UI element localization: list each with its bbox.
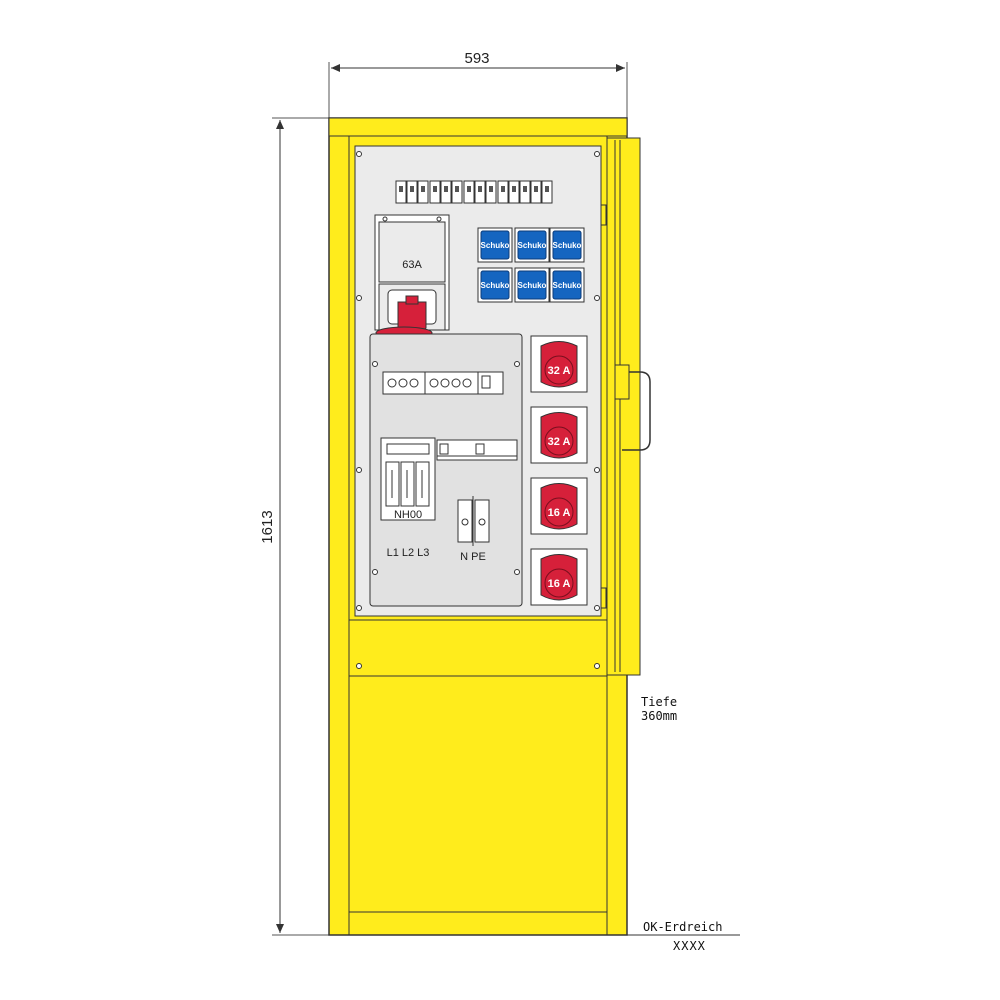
rcd-terminal — [451, 378, 461, 388]
phase-labels: L1 L2 L3 — [387, 547, 430, 559]
breaker-toggle — [433, 186, 437, 192]
breaker-toggle — [523, 186, 527, 192]
breaker-toggle — [410, 186, 414, 192]
schuko-socket-group: Schuko Schuko Schuko Schuko Schuko Schuk… — [477, 227, 585, 303]
cee-rating: 16 A — [548, 507, 571, 519]
depth-note-value: 360mm — [641, 709, 677, 723]
schuko-socket[interactable]: Schuko — [514, 227, 550, 263]
breaker-toggle — [545, 186, 549, 192]
terminal-labels: N PE — [460, 551, 486, 563]
width-value: 593 — [464, 50, 489, 67]
schuko-label: Schuko — [518, 281, 547, 290]
ground-level-label: OK-Erdreich — [643, 920, 722, 934]
height-value: 1613 — [259, 510, 276, 543]
schuko-socket[interactable]: Schuko — [514, 267, 550, 303]
schuko-socket[interactable]: Schuko — [477, 267, 513, 303]
schuko-label: Schuko — [553, 281, 582, 290]
protection-devices — [436, 439, 518, 461]
cee-rating: 32 A — [548, 365, 571, 377]
breaker-toggle — [467, 186, 471, 192]
cee-socket[interactable]: 32 A — [530, 335, 588, 393]
height-dimension: 1613 — [259, 117, 329, 936]
neutral-earth-terminals: N PE — [457, 496, 490, 563]
breaker-toggle — [534, 186, 538, 192]
breaker-toggle — [399, 186, 403, 192]
door-handle[interactable] — [614, 364, 651, 451]
breaker-toggle — [512, 186, 516, 192]
panel-screws — [356, 151, 600, 611]
schuko-label: Schuko — [553, 241, 582, 250]
cee-socket[interactable]: 16 A — [530, 477, 588, 535]
rcd-terminal — [398, 378, 408, 388]
breaker-toggle — [444, 186, 448, 192]
schuko-socket[interactable]: Schuko — [549, 227, 585, 263]
depth-note-label: Tiefe — [641, 695, 677, 709]
nh00-fuse-block: NH00 — [380, 437, 436, 521]
fuse-block-label: NH00 — [394, 509, 422, 521]
breaker-toggle — [455, 186, 459, 192]
rcd-terminal — [462, 378, 472, 388]
rcd-terminal — [429, 378, 439, 388]
rcd-terminal — [387, 378, 397, 388]
cee-socket[interactable]: 32 A — [530, 406, 588, 464]
schuko-socket[interactable]: Schuko — [549, 267, 585, 303]
cee-rating: 32 A — [548, 436, 571, 448]
breaker-toggle — [421, 186, 425, 192]
width-dimension: 593 — [328, 50, 628, 118]
breaker-toggle — [501, 186, 505, 192]
rcd-terminal — [409, 378, 419, 388]
bottom-screw — [594, 663, 600, 669]
schuko-label: Schuko — [481, 281, 510, 290]
bottom-screw — [356, 663, 362, 669]
schuko-socket[interactable]: Schuko — [477, 227, 513, 263]
circuit-breaker-row — [395, 180, 553, 204]
cee-rating: 16 A — [548, 578, 571, 590]
rcd-terminal — [440, 378, 450, 388]
rcd-rail — [382, 371, 504, 395]
breaker-toggle — [478, 186, 482, 192]
cee-socket-group: 32 A 32 A 16 A 16 A — [530, 335, 588, 606]
lower-plate-screws — [372, 361, 520, 575]
main-switch-rating: 63A — [402, 259, 422, 271]
cee-socket[interactable]: 16 A — [530, 548, 588, 606]
ground-level-marker: OK-Erdreich XXXX — [627, 920, 740, 953]
schuko-label: Schuko — [481, 241, 510, 250]
schuko-label: Schuko — [518, 241, 547, 250]
breaker-toggle — [489, 186, 493, 192]
ground-hatch: XXXX — [673, 939, 706, 953]
